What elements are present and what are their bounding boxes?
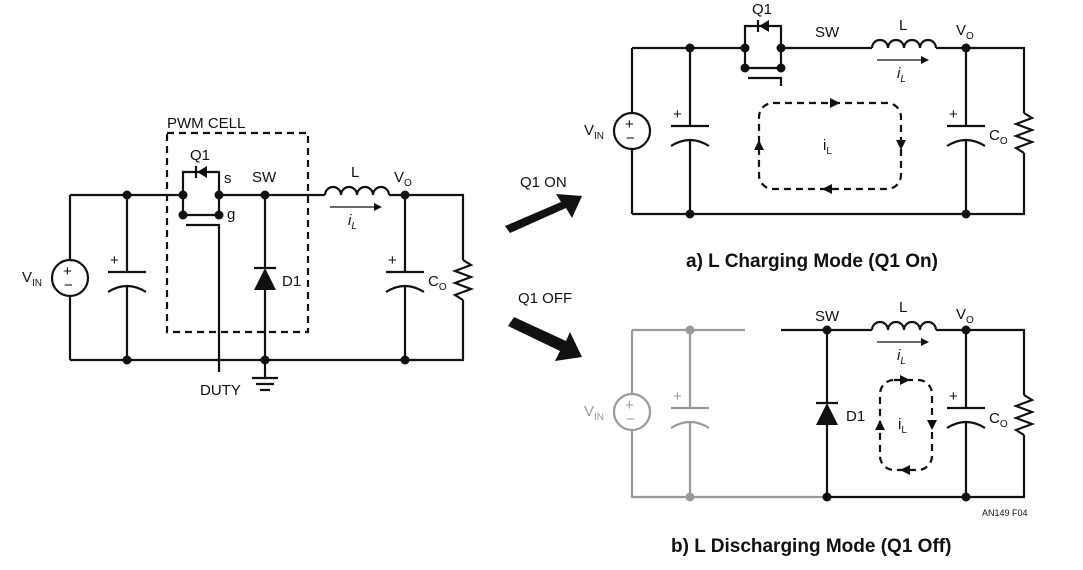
current-loop-a: iL bbox=[754, 98, 906, 194]
svg-text:+: + bbox=[949, 388, 958, 405]
vin-label-a: VIN bbox=[584, 122, 604, 142]
junction-dots-a bbox=[685, 43, 971, 219]
co-label-b: CO bbox=[989, 410, 1008, 430]
svg-text:+: + bbox=[63, 263, 72, 280]
inductor-b: L iL bbox=[870, 299, 938, 367]
svg-text:+: + bbox=[673, 106, 682, 123]
svg-text:Q1: Q1 bbox=[752, 1, 772, 18]
svg-text:−: − bbox=[64, 277, 73, 294]
sw-label-b: SW bbox=[815, 308, 840, 325]
svg-text:+: + bbox=[388, 252, 397, 269]
svg-text:D1: D1 bbox=[282, 273, 301, 290]
svg-text:g: g bbox=[227, 206, 235, 223]
il-loop-label-b: iL bbox=[898, 416, 907, 436]
vin-label-b: VIN bbox=[584, 403, 604, 423]
co-label-left: CO bbox=[428, 273, 447, 293]
current-loop-b: iL bbox=[875, 375, 937, 475]
ground-symbol bbox=[252, 360, 278, 392]
arrow-q1-on: Q1 ON bbox=[505, 174, 582, 233]
load-resistor-left bbox=[451, 259, 475, 301]
co-label-a: CO bbox=[989, 127, 1008, 147]
pwm-cell-label: PWM CELL bbox=[167, 115, 245, 132]
svg-text:−: − bbox=[626, 411, 635, 428]
q1-switch-left: Q1 s g bbox=[181, 147, 235, 372]
svg-text:+: + bbox=[673, 388, 682, 405]
input-capacitor-a: + bbox=[670, 48, 710, 214]
q1-switch-a: Q1 bbox=[743, 1, 783, 86]
svg-text:L: L bbox=[899, 17, 907, 34]
svg-text:L: L bbox=[351, 164, 359, 181]
inactive-input-section: + − VIN + bbox=[584, 325, 827, 502]
svg-text:+: + bbox=[625, 397, 634, 414]
figure-id: AN149 F04 bbox=[982, 508, 1028, 518]
pwm-cell-box bbox=[165, 131, 310, 334]
svg-text:s: s bbox=[224, 170, 232, 187]
arrow-q1-off: Q1 OFF bbox=[508, 290, 582, 361]
svg-text:+: + bbox=[949, 106, 958, 123]
load-resistor-b bbox=[1012, 394, 1036, 436]
junction-dots-b bbox=[822, 325, 971, 502]
vo-label-a: VO bbox=[956, 22, 974, 42]
circuit-charging-mode: + − VIN + Q1 SW L iL V bbox=[584, 1, 1036, 219]
output-capacitor-a: + CO bbox=[946, 48, 1008, 214]
caption-charging-mode: a) L Charging Mode (Q1 On) bbox=[686, 251, 938, 272]
il-loop-label-a: iL bbox=[823, 137, 832, 157]
diode-d1-b: D1 bbox=[816, 330, 865, 497]
vin-source-a: + − bbox=[612, 111, 652, 151]
svg-text:L: L bbox=[899, 299, 907, 316]
inductor-left: L iL bbox=[323, 164, 391, 232]
junction-dots-left bbox=[122, 190, 410, 365]
svg-text:+: + bbox=[110, 252, 119, 269]
diode-d1-left: D1 bbox=[254, 195, 301, 360]
input-capacitor-left: + bbox=[107, 195, 147, 360]
load-resistor-a bbox=[1012, 112, 1036, 154]
vin-label-left: VIN bbox=[22, 269, 42, 289]
svg-text:D1: D1 bbox=[846, 408, 865, 425]
svg-text:Q1 OFF: Q1 OFF bbox=[518, 290, 572, 307]
inductor-a: L iL bbox=[870, 17, 938, 85]
vo-label-left: VO bbox=[394, 169, 412, 189]
svg-text:−: − bbox=[626, 130, 635, 147]
svg-text:+: + bbox=[625, 116, 634, 133]
il-label-left: iL bbox=[348, 212, 357, 232]
caption-discharging-mode: b) L Discharging Mode (Q1 Off) bbox=[671, 536, 951, 557]
buck-circuit-left: + − VIN + PWM CELL Q1 s g DUTY bbox=[22, 115, 475, 399]
sw-label-left: SW bbox=[252, 169, 277, 186]
sw-label-a: SW bbox=[815, 24, 840, 41]
output-capacitor-left: + CO bbox=[385, 195, 447, 360]
il-label-b: iL bbox=[897, 347, 906, 367]
svg-text:Q1 ON: Q1 ON bbox=[520, 174, 567, 191]
circuit-discharging-mode: + − VIN + SW D1 L iL V bbox=[584, 299, 1036, 502]
vo-label-b: VO bbox=[956, 306, 974, 326]
vin-source-left: + − bbox=[50, 258, 90, 298]
output-capacitor-b: + CO bbox=[946, 330, 1008, 497]
svg-text:Q1: Q1 bbox=[190, 147, 210, 164]
il-label-a: iL bbox=[897, 65, 906, 85]
duty-label: DUTY bbox=[200, 382, 241, 399]
